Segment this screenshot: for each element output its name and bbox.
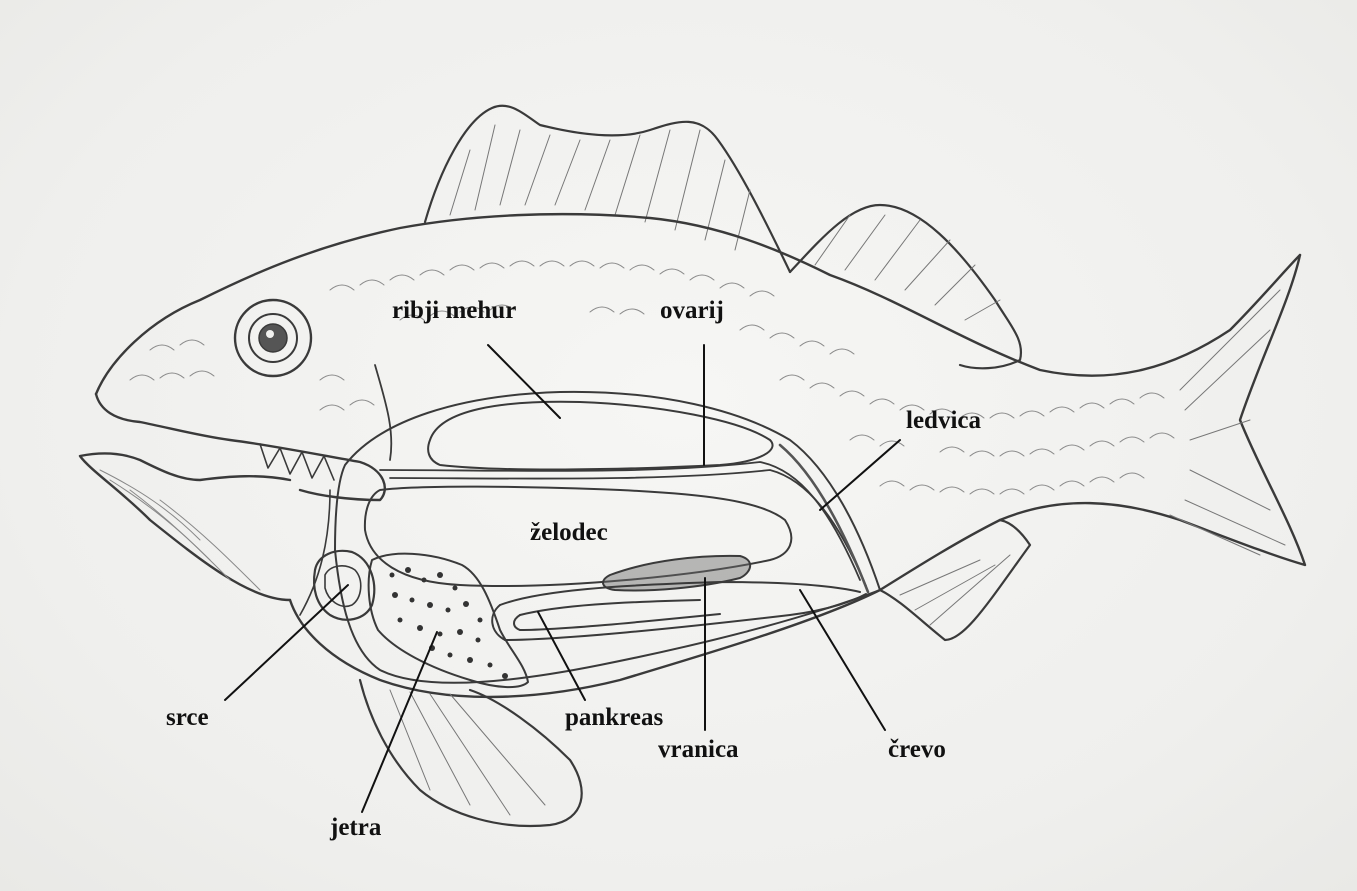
swim-bladder — [428, 402, 772, 470]
label-heart: srce — [166, 705, 209, 730]
scale-pattern — [130, 261, 1174, 494]
dorsal-fin — [425, 106, 790, 272]
pelvic-fin — [360, 680, 582, 826]
label-liver: jetra — [330, 815, 381, 840]
label-stomach: želodec — [530, 520, 608, 545]
body-outline — [80, 214, 1305, 697]
second-dorsal-fin — [790, 205, 1021, 368]
label-intestine: črevo — [888, 737, 946, 762]
eye — [235, 300, 311, 376]
leader-line-kidney — [820, 440, 900, 510]
opercle-shading — [100, 470, 260, 590]
leader-lines — [225, 345, 900, 812]
label-kidney: ledvica — [906, 408, 981, 433]
leader-line-intestine — [800, 590, 885, 730]
label-spleen: vranica — [658, 737, 739, 762]
leader-line-pancreas — [538, 612, 585, 700]
label-swim-bladder: ribji mehur — [392, 298, 516, 323]
leader-line-heart — [225, 585, 348, 700]
label-ovary: ovarij — [660, 298, 724, 323]
label-pancreas: pankreas — [565, 705, 663, 730]
leader-line-swim-bladder — [488, 345, 560, 418]
liver — [369, 554, 528, 687]
anal-fin — [880, 520, 1030, 640]
